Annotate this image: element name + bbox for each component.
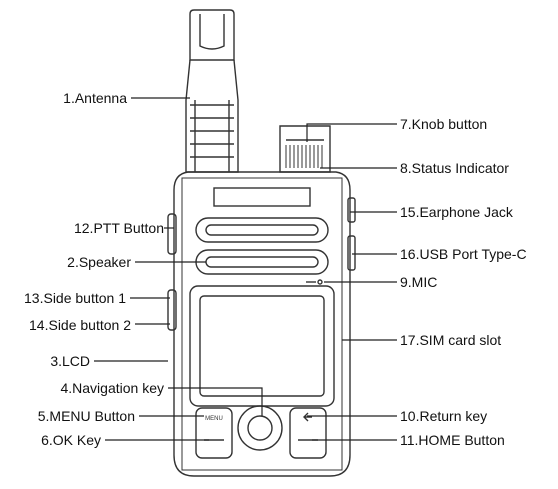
return-key-label: 10.Return key <box>400 408 488 424</box>
ok-key-label: 6.OK Key <box>41 432 101 448</box>
leader-lines <box>94 97 397 441</box>
speaker-label: 2.Speaker <box>67 254 131 270</box>
menu-key-text: MENU <box>205 416 223 422</box>
side-button-2-label: 14.Side button 2 <box>29 317 131 333</box>
knob-graphic <box>279 125 331 173</box>
status-indicator-label: 8.Status Indicator <box>400 160 509 176</box>
mic-graphic <box>306 279 323 285</box>
keypad-graphic <box>195 405 327 459</box>
speaker-graphic <box>195 217 329 275</box>
knob-button-label: 7.Knob button <box>400 116 488 132</box>
ptt-button-label: 12.PTT Button <box>73 220 164 236</box>
mic-label: 9.MIC <box>400 274 438 290</box>
side-button-1-label: 13.Side button 1 <box>24 290 126 306</box>
antenna-label: 1.Antenna <box>63 90 127 106</box>
navigation-key-label: 4.Navigation key <box>60 380 164 396</box>
menu-button-label: 5.MENU Button <box>37 408 135 424</box>
lcd-label: 3.LCD <box>50 353 90 369</box>
radio-body <box>167 171 356 477</box>
usb-port-label: 16.USB Port Type-C <box>400 246 527 262</box>
earphone-jack-label: 15.Earphone Jack <box>400 204 513 220</box>
home-button-label: 11.HOME Button <box>400 432 505 448</box>
sim-slot-label: 17.SIM card slot <box>400 332 502 348</box>
antenna-graphic <box>185 9 239 173</box>
